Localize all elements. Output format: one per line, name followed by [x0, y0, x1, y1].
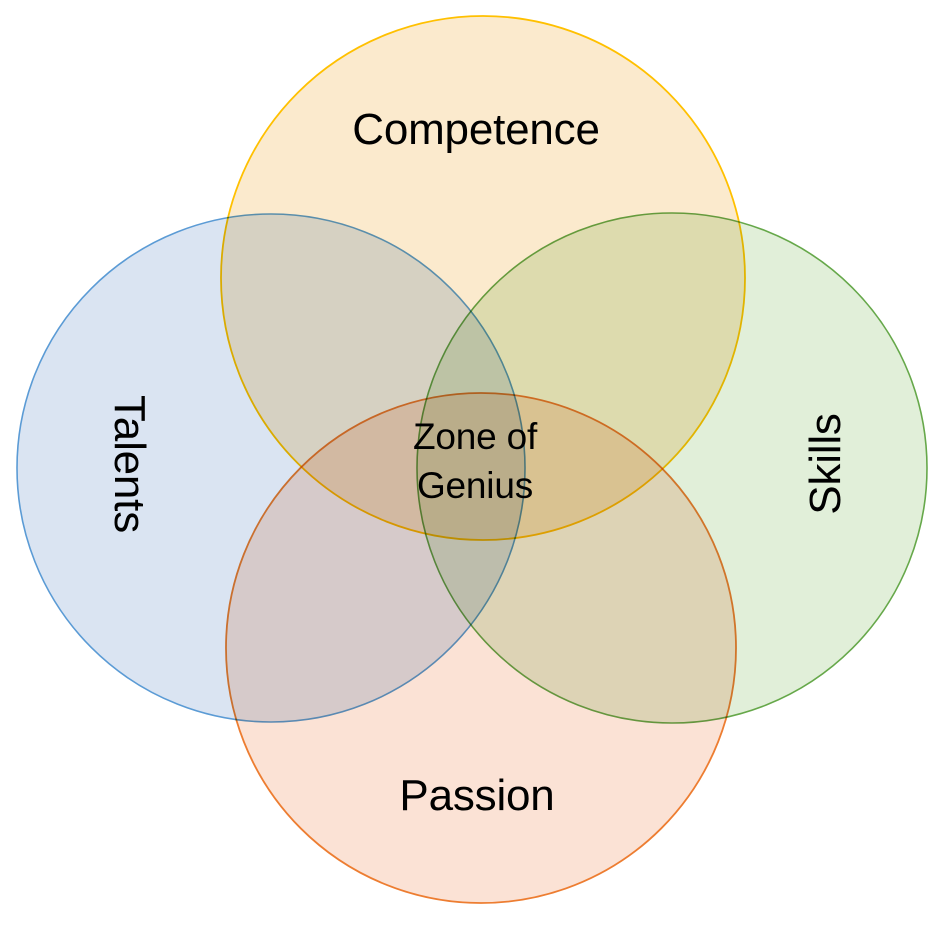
venn-circle-passion[interactable] [225, 392, 737, 904]
